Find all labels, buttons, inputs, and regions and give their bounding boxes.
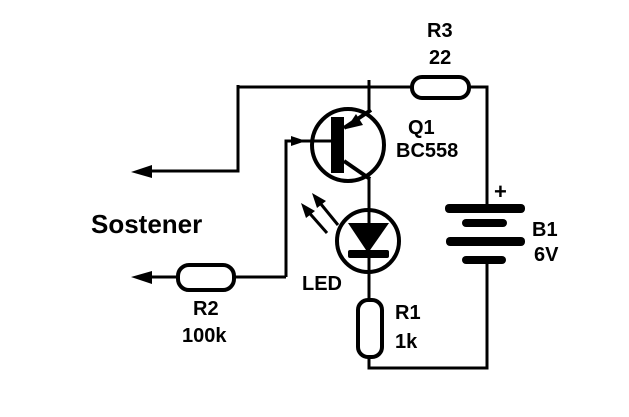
wire-bottom-return	[367, 264, 489, 370]
r3-ref-label: R3	[427, 20, 453, 42]
resistor-r3-body	[410, 75, 471, 100]
r1-ref-label: R1	[395, 302, 421, 324]
led-light-arrow-2-head-icon	[301, 203, 315, 218]
led-label: LED	[302, 273, 342, 295]
battery-plate-long-2	[446, 237, 525, 246]
b1-value-label: 6V	[534, 244, 559, 266]
transistor-q1-symbol	[310, 107, 386, 183]
wires	[141, 80, 489, 370]
led-symbol	[301, 193, 401, 274]
resistor-r1-body	[356, 298, 384, 359]
resistor-r2-body	[176, 263, 236, 292]
arrow-left-top-icon	[131, 165, 152, 178]
arrow-left-r2-icon	[131, 271, 152, 284]
led-cathode-bar	[348, 250, 389, 258]
r2-ref-label: R2	[193, 298, 219, 320]
q1-part-label: BC558	[396, 140, 458, 162]
wire-top-rail-to-battery	[469, 85, 489, 205]
output-arrows	[131, 136, 306, 284]
led-body-circle	[335, 208, 401, 274]
r2-value-label: 100k	[182, 325, 227, 347]
transistor-emitter-arrow-icon	[346, 114, 363, 129]
battery-plus-sign: +	[494, 179, 507, 204]
battery-plate-short-2	[462, 256, 506, 264]
led-triangle	[348, 223, 389, 253]
r3-value-label: 22	[429, 47, 451, 69]
r1-value-label: 1k	[395, 331, 418, 353]
transistor-collector-line	[342, 159, 372, 181]
transistor-base-bar	[331, 117, 344, 173]
battery-plate-short-1	[462, 219, 507, 227]
wire-output-top	[141, 85, 240, 173]
transistor-body-circle	[310, 107, 386, 183]
annotation-sostener-label: Sostener	[91, 209, 202, 239]
arrow-base-icon	[291, 136, 306, 146]
q1-ref-label: Q1	[408, 117, 435, 139]
b1-ref-label: B1	[532, 219, 558, 241]
led-light-arrow-1-head-icon	[312, 193, 326, 208]
battery-b1-symbol	[445, 204, 525, 264]
wire-base-drop	[284, 139, 333, 277]
battery-plate-long-1	[445, 204, 525, 213]
